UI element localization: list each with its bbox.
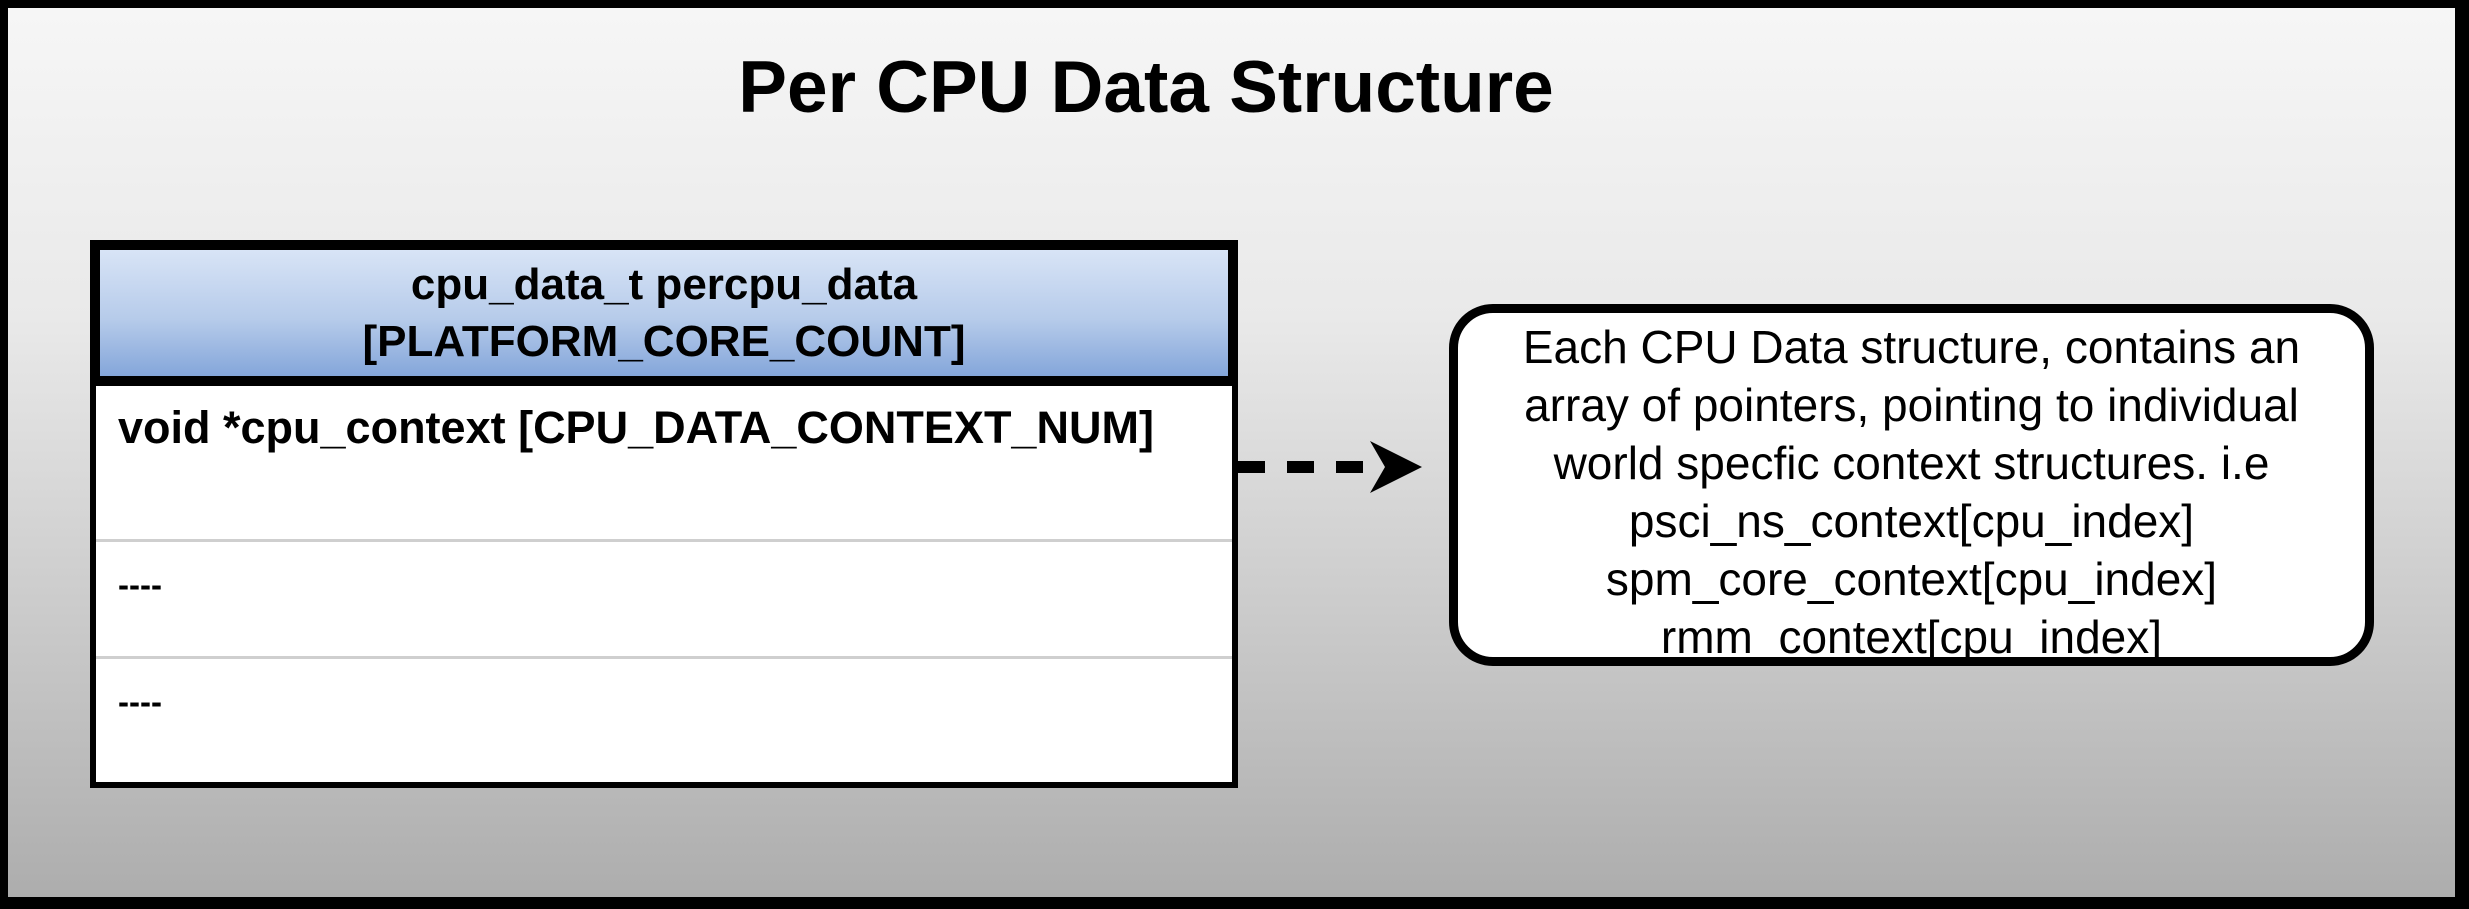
table-header-line1: cpu_data_t percpu_data <box>410 260 918 309</box>
table-header-line2: [PLATFORM_CORE_COUNT] <box>362 317 966 366</box>
dashed-right-arrow-icon <box>1238 441 1422 493</box>
page-title: Per CPU Data Structure <box>738 47 1554 128</box>
note-line-psci-ns-context: psci_ns_context[cpu_index] <box>1628 495 2195 547</box>
table-header: cpu_data_t percpu_data [PLATFORM_CORE_CO… <box>90 240 1238 386</box>
arrowhead <box>1370 441 1422 493</box>
table-row: ---- <box>96 656 1232 782</box>
note-line-rmm-context: rmm_context[cpu_index] <box>1660 611 2163 663</box>
note-callout: Each CPU Data structure, contains an arr… <box>1449 304 2374 666</box>
table-body: void *cpu_context [CPU_DATA_CONTEXT_NUM]… <box>90 386 1238 788</box>
table-row: ---- <box>96 539 1232 656</box>
table-row-cpu-context: void *cpu_context [CPU_DATA_CONTEXT_NUM] <box>118 402 1154 453</box>
note-line: world specfic context structures. i.e <box>1553 437 2270 489</box>
note-line: array of pointers, pointing to individua… <box>1524 379 2299 431</box>
note-line-spm-core-context: spm_core_context[cpu_index] <box>1605 553 2218 605</box>
percpu-data-table: cpu_data_t percpu_data [PLATFORM_CORE_CO… <box>90 240 1238 788</box>
note-line: Each CPU Data structure, contains an <box>1522 321 2301 373</box>
